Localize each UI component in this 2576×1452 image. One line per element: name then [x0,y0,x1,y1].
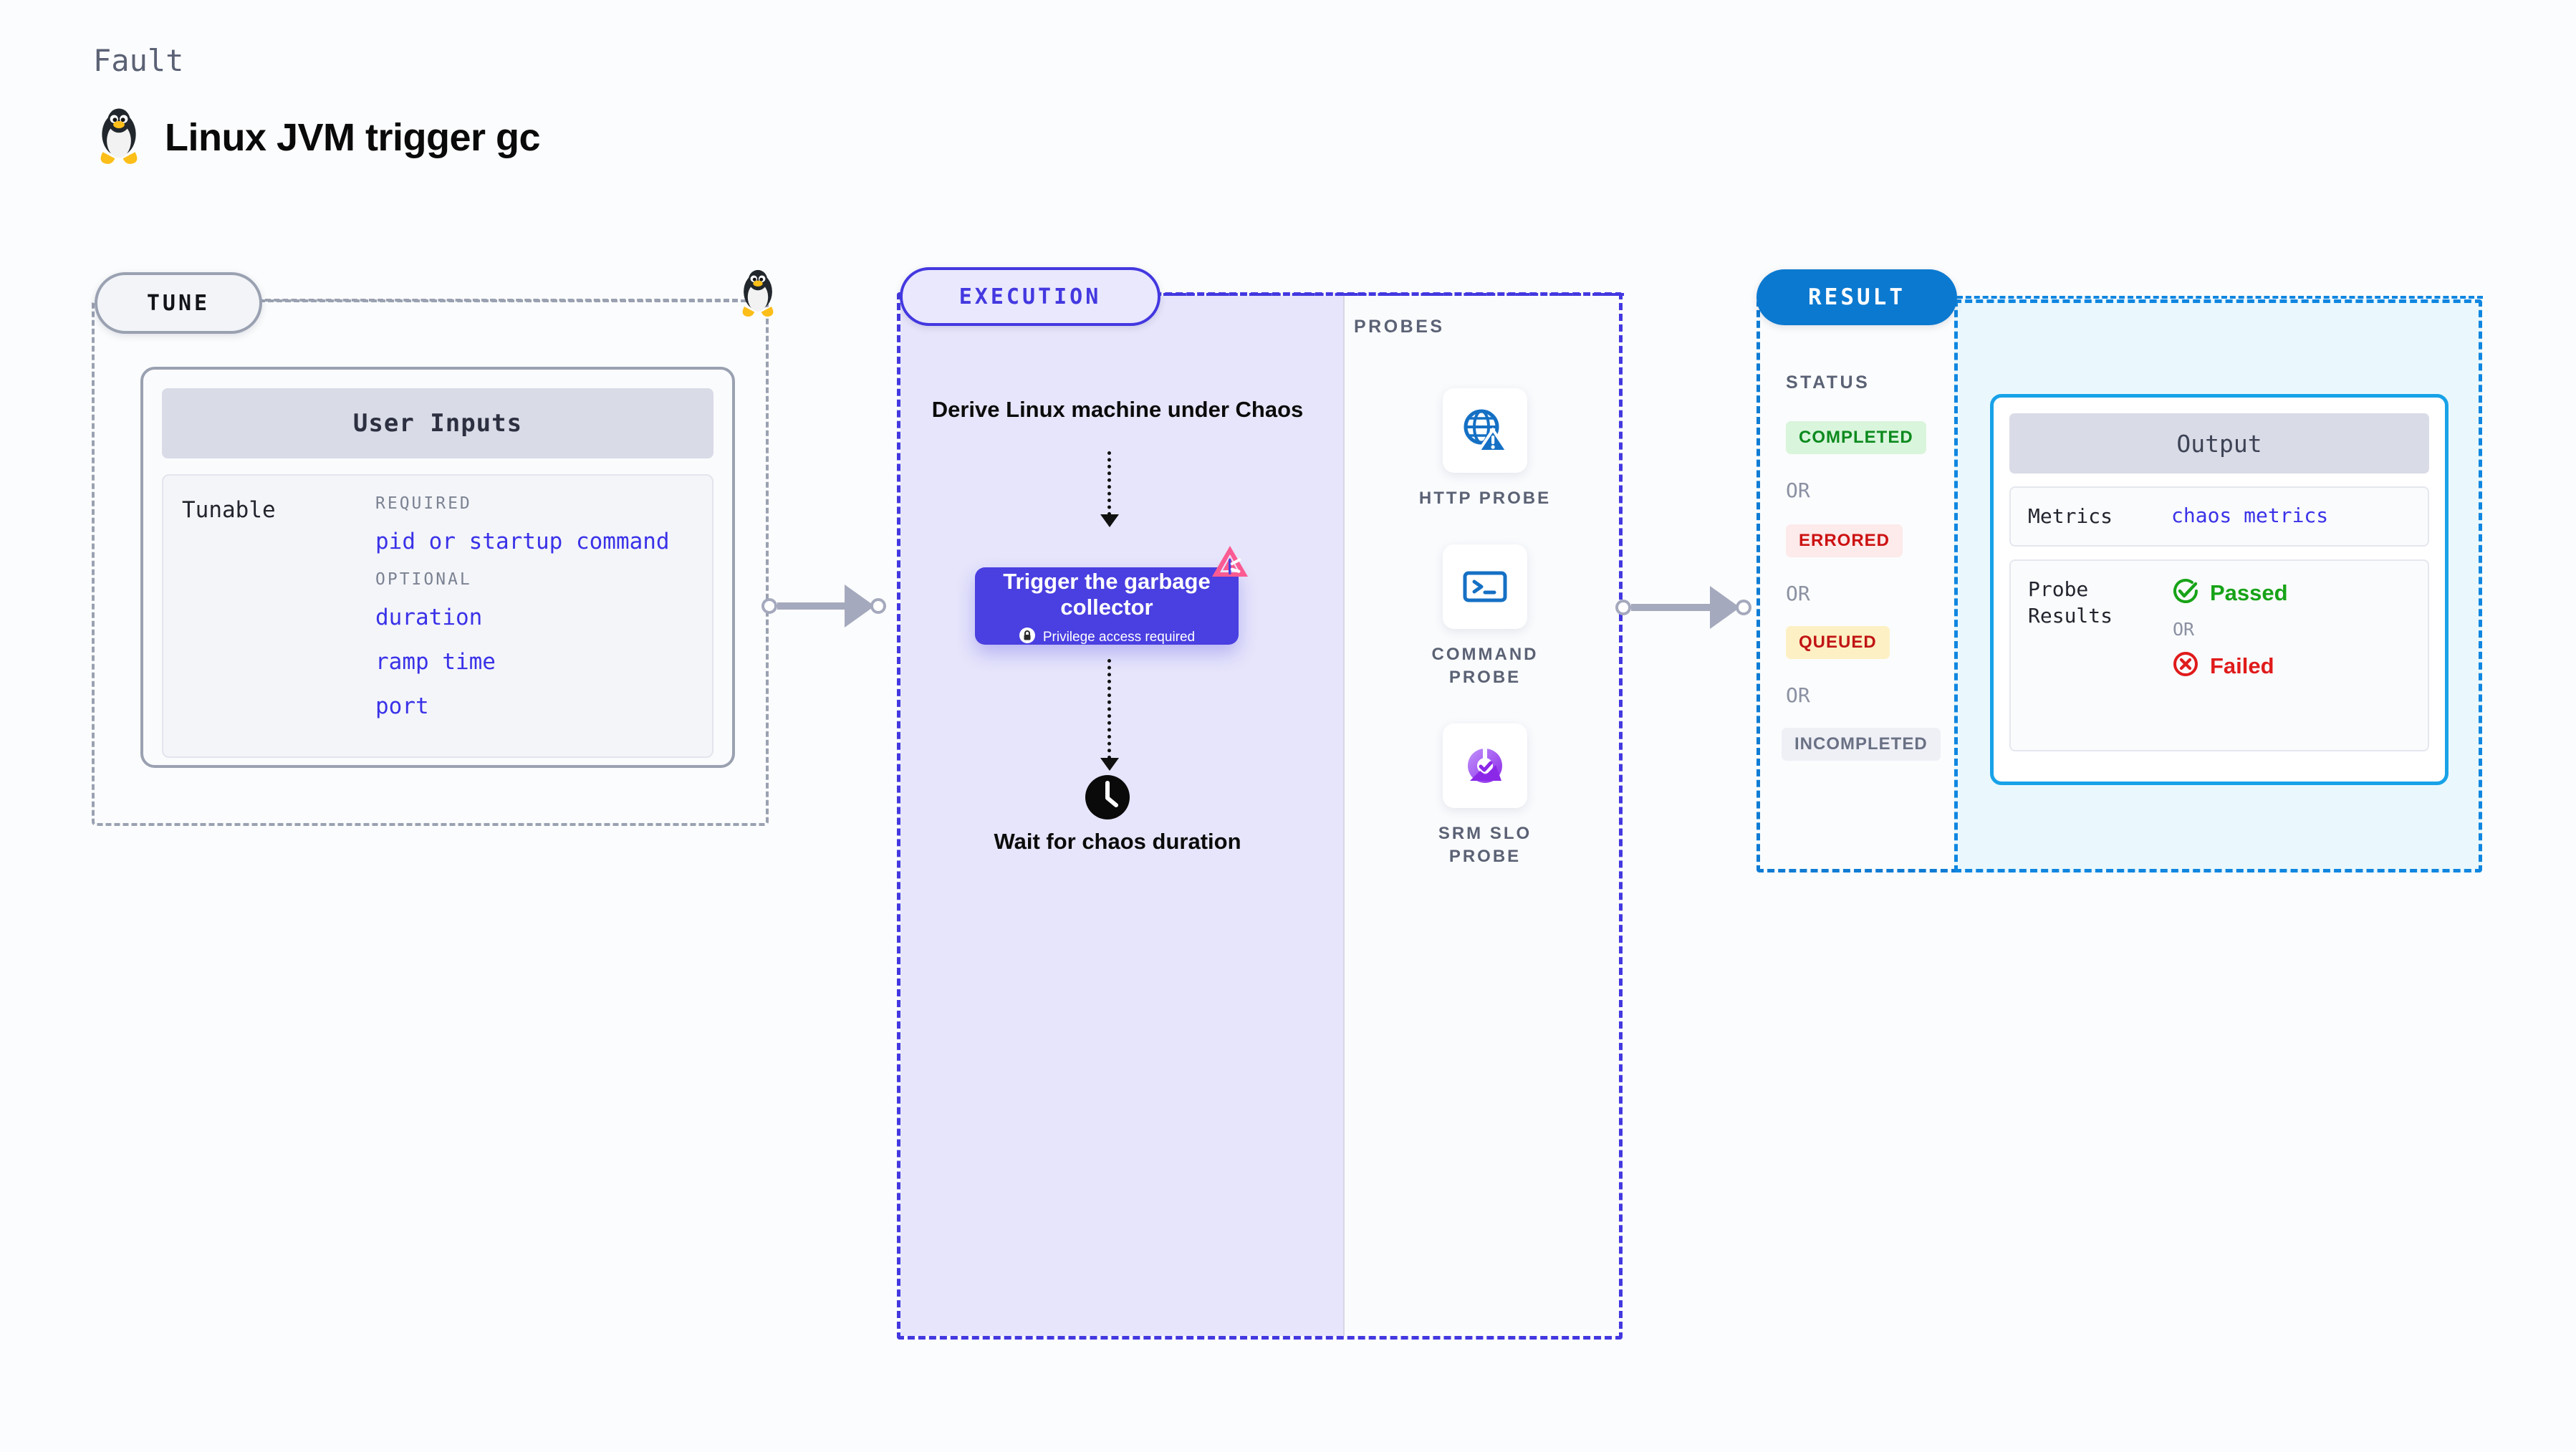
connector-dot-right [1736,600,1751,615]
probes-title: PROBES [1354,317,1445,337]
probe-results-or: OR [2173,619,2195,640]
execution-panel-label: EXECUTION [900,267,1160,326]
tunable-label: Tunable [182,497,276,523]
output-row-probe-results: Probe Results Passed OR [2009,559,2429,752]
probe-srm-slo-label: SRM SLO PROBE [1438,824,1532,867]
execution-step-derive: Derive Linux machine under Chaos [931,397,1304,422]
output-card-header: Output [2009,413,2429,473]
probe-http[interactable]: HTTP PROBE [1403,388,1567,510]
status-badge-errored: ERRORED [1786,524,1903,557]
probe-srm-slo[interactable]: SRM SLO PROBE [1403,723,1567,869]
page-title-row: Linux JVM trigger gc [93,107,541,168]
tunable-item-duration[interactable]: duration [375,605,483,630]
status-badge-incompleted: INCOMPLETED [1782,728,1941,761]
user-inputs-card: User Inputs Tunable REQUIRED pid or star… [140,367,735,768]
terminal-icon [1443,544,1527,629]
metrics-key: Metrics [2028,504,2113,528]
execution-column [900,296,1343,1336]
globe-warning-icon [1443,388,1527,473]
x-circle-icon [2171,650,2200,682]
tunable-item-pid[interactable]: pid or startup command [375,529,670,554]
flow-arrow-2 [1100,758,1119,771]
lock-icon [1019,627,1036,648]
linux-penguin-icon [736,269,780,324]
connector-dot-left [761,598,777,614]
execution-action-card[interactable]: Trigger the garbage collector Privilege … [975,567,1239,645]
clock-icon [1084,774,1131,824]
connector-tune-to-execution [761,585,905,628]
page-title: Linux JVM trigger gc [165,116,541,159]
page-header: Fault Linux JVM trigger gc [93,43,541,168]
tunable-box: Tunable REQUIRED pid or startup command … [162,474,713,758]
user-inputs-header: User Inputs [162,388,713,458]
connector-line [777,602,845,610]
metrics-value[interactable]: chaos metrics [2171,504,2329,527]
output-row-metrics: Metrics chaos metrics [2009,486,2429,547]
connector-execution-to-result [1615,586,1773,629]
output-card: Output Metrics chaos metrics Probe Resul… [1990,394,2448,785]
flow-arrow-1 [1100,514,1119,527]
tunable-item-port[interactable]: port [375,693,429,719]
tune-panel-label: TUNE [95,272,262,334]
probe-passed-text: Passed [2210,580,2288,605]
connector-arrowhead [1710,586,1740,629]
tunable-list: REQUIRED pid or startup command OPTIONAL… [375,494,693,756]
tunable-item-ramp-time[interactable]: ramp time [375,649,496,675]
probe-command[interactable]: COMMAND PROBE [1403,544,1567,690]
chaos-logo-icon [1211,544,1249,585]
optional-heading: OPTIONAL [375,570,472,589]
probe-failed-text: Failed [2210,653,2274,678]
probe-results-key: Probe Results [2028,577,2113,628]
privilege-note-text: Privilege access required [1042,629,1196,645]
eyebrow-label: Fault [93,43,184,78]
connector-line [1631,604,1710,611]
probe-result-failed: Failed [2171,650,2288,682]
status-badge-completed: COMPLETED [1786,421,1926,454]
execution-action-title: Trigger the garbage collector [1003,568,1211,620]
connector-arrowhead [845,585,875,628]
result-panel-label: RESULT [1756,269,1957,325]
status-or-1: OR [1786,479,1810,502]
execution-label-connector-line [1155,293,1624,296]
status-or-3: OR [1786,683,1810,707]
linux-penguin-icon [93,107,145,168]
required-heading: REQUIRED [375,494,472,513]
flow-line-1 [1107,451,1111,516]
privilege-note: Privilege access required [1019,627,1195,648]
slo-gauge-icon [1443,723,1527,808]
tune-label-connector-line [256,299,738,302]
check-circle-icon [2171,577,2200,609]
status-badge-queued: QUEUED [1786,626,1890,659]
flow-line-2 [1107,659,1111,759]
column-divider [1343,296,1345,1336]
probe-http-label: HTTP PROBE [1418,489,1552,508]
execution-step-wait: Wait for chaos duration [994,829,1241,854]
status-or-2: OR [1786,582,1810,605]
probe-command-label: COMMAND PROBE [1431,645,1539,688]
connector-dot-left [1615,600,1631,615]
probe-result-passed: Passed [2171,577,2288,609]
probe-results-values: Passed OR Failed [2171,577,2288,734]
connector-dot-right [870,598,886,614]
status-title: STATUS [1786,372,1870,393]
result-label-connector-line [1957,296,2483,299]
